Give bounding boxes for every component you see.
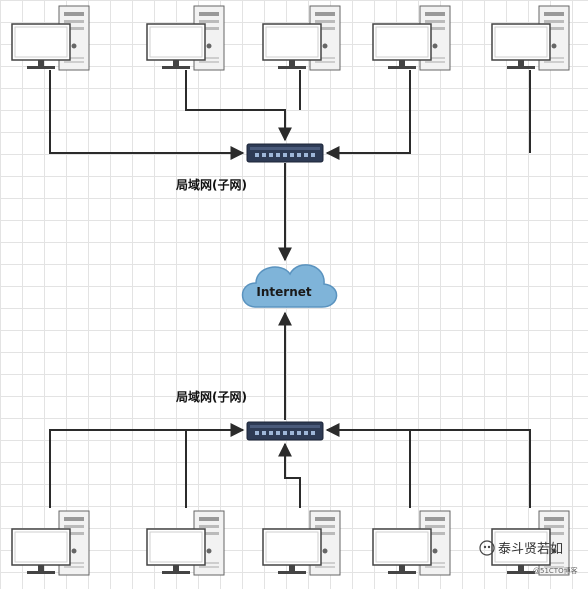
computer-icon [146, 5, 225, 71]
computer-icon [372, 5, 451, 71]
cloud-label: Internet [256, 285, 311, 299]
lan-label-top: 局域网(子网) [176, 177, 247, 192]
watermark-text: 泰斗贤若如 [498, 541, 563, 557]
computer-icon [11, 510, 90, 576]
internet-cloud-icon [241, 264, 338, 308]
connection-lines-bottom [49, 311, 531, 508]
watermark-subtext: @51CTO博客 [533, 566, 578, 575]
computer-icon [491, 5, 570, 71]
network-switch-icon [246, 421, 324, 441]
connection-lines-top [49, 70, 531, 262]
watermark: 泰斗贤若如 @51CTO博客 [479, 540, 578, 575]
lan-label-bottom: 局域网(子网) [176, 389, 247, 404]
computer-icon [262, 5, 341, 71]
network-switch-icon [246, 143, 324, 163]
computer-icon [262, 510, 341, 576]
computer-icon [11, 5, 90, 71]
computer-icon [372, 510, 451, 576]
computer-icon [146, 510, 225, 576]
